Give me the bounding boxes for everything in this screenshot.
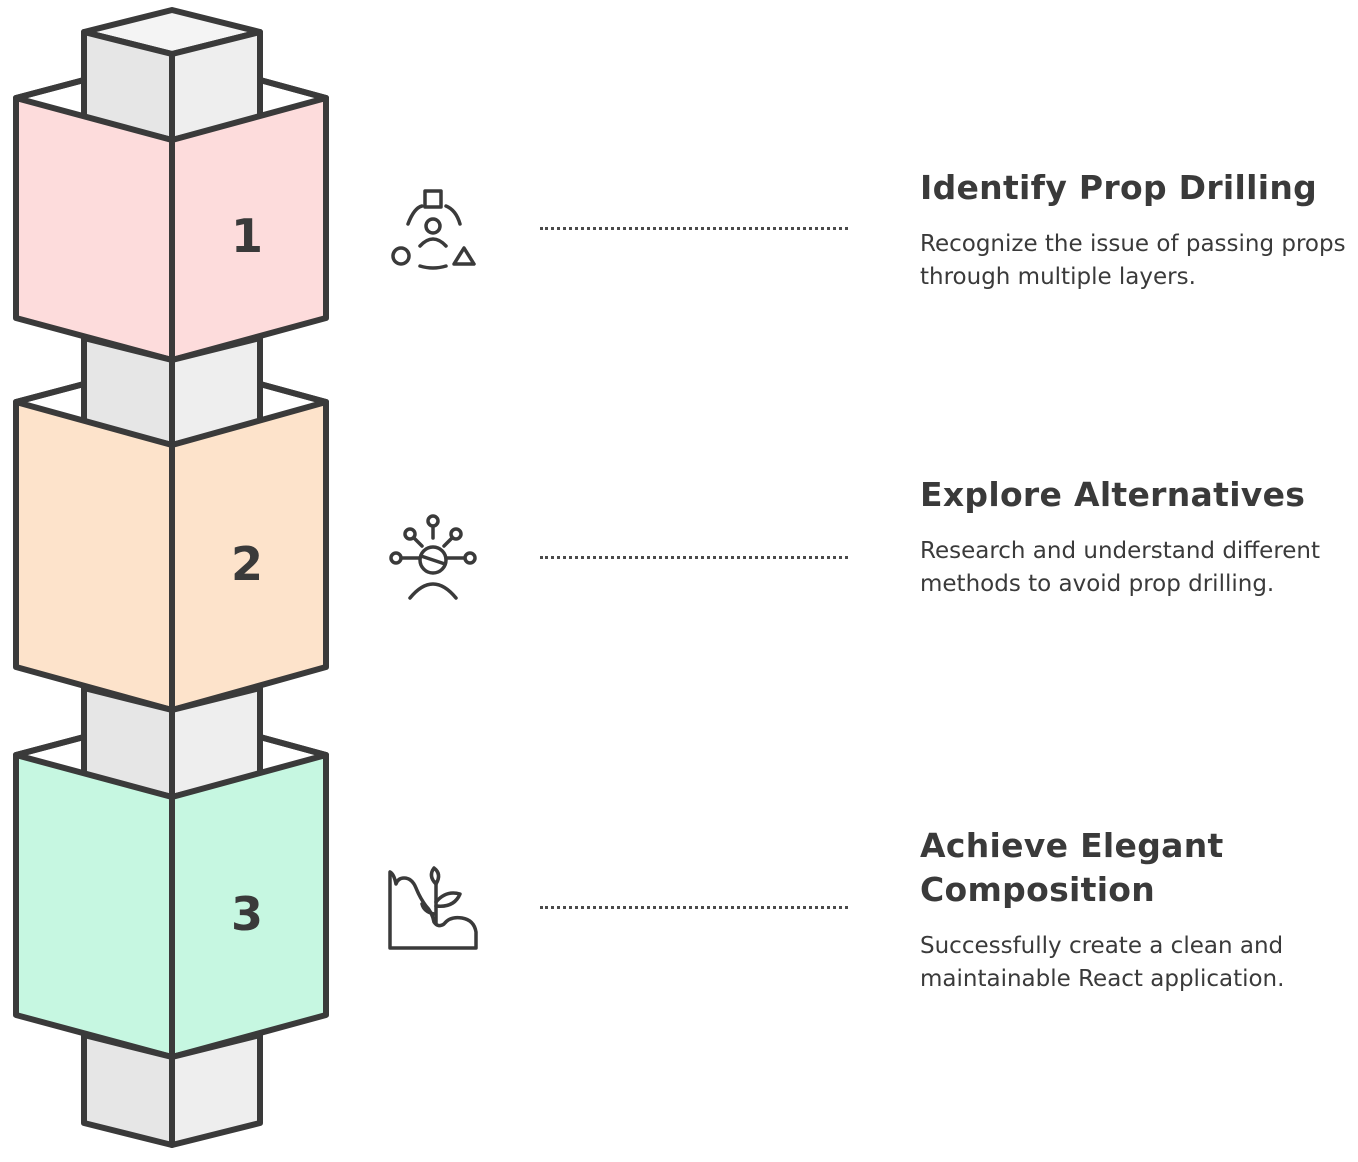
- step-1-description: Recognize the issue of passing props thr…: [920, 231, 1346, 290]
- step-3-title: Achieve Elegant Composition: [920, 826, 1224, 909]
- step-3-description: Successfully create a clean and maintain…: [920, 933, 1285, 992]
- step-number-2: 2: [231, 537, 263, 591]
- cube-1: [13, 77, 329, 363]
- person-with-options-icon: [389, 514, 477, 600]
- cube-2: [13, 381, 329, 713]
- sprout-on-hill-icon: [388, 866, 478, 950]
- pillar-middle-1: [81, 335, 263, 448]
- step-1-title: Identify Prop Drilling: [920, 168, 1318, 207]
- step-number-3: 3: [231, 887, 263, 941]
- step-number-1: 1: [231, 209, 263, 263]
- person-with-shapes-icon: [391, 189, 476, 270]
- step-3-text: Achieve Elegant Composition Successfully…: [920, 824, 1350, 996]
- step-2-text: Explore Alternatives Research and unders…: [920, 473, 1350, 601]
- pillar-middle-2: [81, 685, 263, 800]
- pillar-bottom: [81, 1032, 263, 1148]
- cube-tower: 1 2 3: [13, 7, 329, 1148]
- step-2-description: Research and understand different method…: [920, 538, 1321, 597]
- step-2-title: Explore Alternatives: [920, 475, 1306, 514]
- connector-line-2: [540, 556, 848, 559]
- connector-line-1: [540, 227, 848, 230]
- connector-line-3: [540, 906, 848, 909]
- step-1-text: Identify Prop Drilling Recognize the iss…: [920, 166, 1350, 294]
